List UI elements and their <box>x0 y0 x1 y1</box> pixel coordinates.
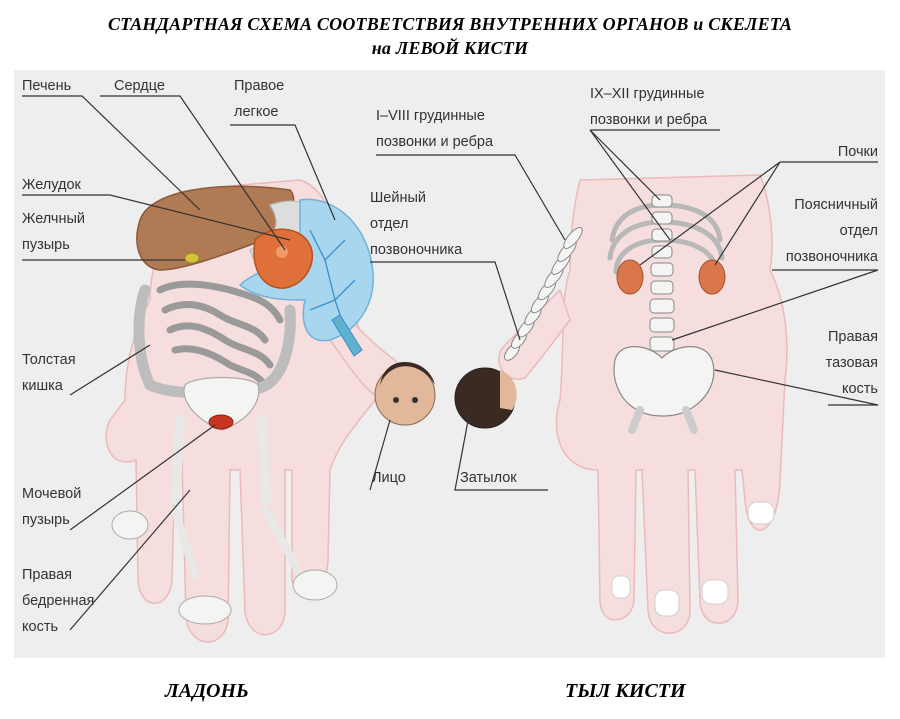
label-cervical-line3: позвоночника <box>370 242 463 258</box>
label-femur-line2: бедренная <box>22 593 95 609</box>
intestines <box>156 280 284 389</box>
line-stomach <box>22 194 291 241</box>
label-pelvis-line2: тазовая <box>825 355 878 371</box>
label-colon-line1: Толстая <box>22 352 76 368</box>
label-bladder-line2: пузырь <box>22 512 70 528</box>
line-pelvis <box>714 369 879 406</box>
occiput-figure <box>454 367 517 429</box>
trachea-shape <box>331 314 363 357</box>
label-right-lung-line1: Правое <box>234 78 285 94</box>
label-thoracic-lower-line2: позвонки и ребра <box>590 112 708 128</box>
line-colon <box>69 344 151 396</box>
skeleton-right-hand <box>111 510 149 540</box>
face-figure <box>374 362 436 426</box>
label-femur-line1: Правая <box>22 567 73 583</box>
caption-palm: ЛАДОНЬ <box>165 680 249 702</box>
label-occiput: Затылок <box>460 470 517 486</box>
label-gallbladder-line1: Желчный <box>22 211 86 227</box>
label-cervical-line1: Шейный <box>370 190 426 206</box>
skeleton-feet-right <box>292 569 338 601</box>
line-lumbar <box>671 269 879 341</box>
back-legs <box>628 406 698 434</box>
diagram-title-line1: СТАНДАРТНАЯ СХЕМА СООТВЕТСТВИЯ ВНУТРЕННИ… <box>107 14 793 34</box>
palm-organs <box>111 185 374 625</box>
label-colon-line2: кишка <box>22 378 63 394</box>
label-thoracic-upper-line1: I–VIII грудинные <box>376 108 485 124</box>
label-liver: Печень <box>22 78 72 94</box>
line-occiput <box>454 409 548 491</box>
line-femur <box>69 489 191 631</box>
skeleton-feet-left <box>178 595 232 625</box>
label-lumbar-line1: Поясничный <box>794 197 878 213</box>
label-femur-line3: кость <box>22 619 59 635</box>
gallbladder-shape <box>184 252 200 264</box>
heart-highlight <box>276 246 288 258</box>
line-liver <box>22 95 201 211</box>
kidney-left <box>616 259 644 295</box>
line-bladder <box>69 424 216 531</box>
left-shin <box>262 506 304 579</box>
label-cervical-line2: отдел <box>370 216 409 232</box>
label-face: Лицо <box>372 470 406 486</box>
back-fingernails <box>611 501 775 617</box>
label-bladder-line1: Мочевой <box>22 486 82 502</box>
line-cervical <box>370 261 521 341</box>
kidney-right <box>698 259 726 295</box>
label-thoracic-lower-line1: IX–XII грудинные <box>590 86 705 102</box>
label-thoracic-upper-line2: позвонки и ребра <box>376 134 494 150</box>
line-kidneys <box>639 161 878 266</box>
right-shin <box>171 506 199 579</box>
line-right-lung <box>230 124 336 221</box>
label-stomach: Желудок <box>22 177 81 193</box>
lung-bronchi <box>309 229 356 331</box>
diagram-title-line2: на ЛЕВОЙ КИСТИ <box>371 38 529 58</box>
label-lumbar-line3: позвоночника <box>785 249 878 265</box>
line-face <box>369 419 391 491</box>
label-kidneys: Почки <box>837 144 878 160</box>
left-femur <box>257 415 271 505</box>
line-thoracic-lower <box>589 129 720 241</box>
caption-back-of-hand: ТЫЛ КИСТИ <box>565 680 686 702</box>
label-lumbar-line2: отдел <box>839 223 878 239</box>
line-thoracic-upper <box>376 154 566 241</box>
upper-spine <box>504 227 583 361</box>
right-femur <box>170 415 185 505</box>
line-heart <box>100 95 286 251</box>
lower-spine <box>607 194 726 434</box>
label-pelvis-line1: Правая <box>827 329 878 345</box>
back-pelvis <box>613 346 715 417</box>
label-heart: Сердце <box>114 78 165 94</box>
leader-lines <box>22 95 879 631</box>
palm-pelvis <box>183 376 260 431</box>
label-gallbladder-line2: пузырь <box>22 237 70 253</box>
label-right-lung-line2: легкое <box>234 104 279 120</box>
heart-shape <box>253 228 314 289</box>
label-pelvis-line3: кость <box>841 381 878 397</box>
